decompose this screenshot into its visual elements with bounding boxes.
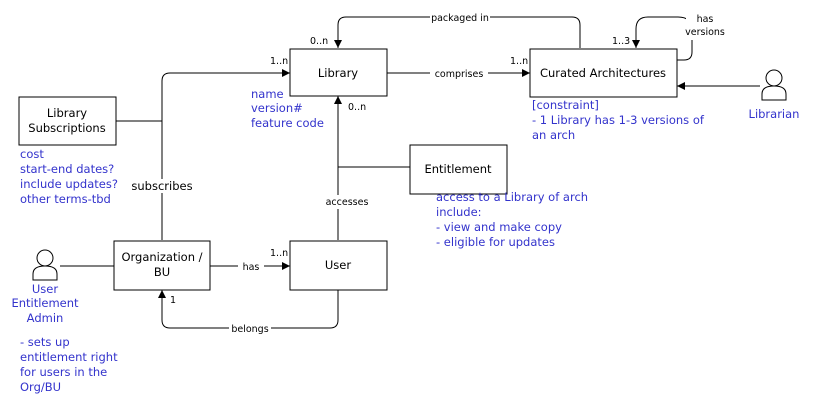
edge-label-belongs: belongs	[231, 324, 268, 335]
note-entitlement-4: - eligible for updates	[436, 235, 555, 249]
note-subscriptions-1: cost	[20, 147, 44, 161]
entity-subscriptions-label-2: Subscriptions	[28, 121, 105, 135]
note-entitlement-3: - view and make copy	[436, 220, 562, 234]
note-admin-4: Org/BU	[20, 380, 61, 394]
admin-label-3: Admin	[27, 311, 64, 325]
entity-org-label-1: Organization /	[121, 250, 202, 264]
multiplicity-library-bottom: 0..n	[348, 102, 366, 113]
note-admin-3: for users in the	[20, 365, 107, 379]
edge-label-accesses: accesses	[326, 197, 369, 208]
entity-subscriptions-label-1: Library	[47, 106, 87, 120]
note-entitlement-1: access to a Library of arch	[436, 190, 588, 204]
entity-user[interactable]: User	[289, 240, 388, 291]
note-subscriptions-3: include updates?	[20, 177, 118, 191]
edge-label-has: has	[243, 262, 260, 273]
entity-library[interactable]: Library	[289, 48, 388, 97]
edge-label-comprises: comprises	[435, 69, 484, 80]
entity-user-label: User	[325, 258, 351, 272]
entity-entitlement[interactable]: Entitlement	[409, 144, 508, 195]
admin-actor-icon[interactable]	[32, 249, 58, 281]
entity-org-label-2: BU	[154, 265, 170, 279]
note-library-2: version#	[251, 101, 303, 115]
librarian-actor-icon[interactable]	[761, 69, 787, 101]
edge-label-has-versions-1: has	[697, 14, 714, 25]
edge-subscribes	[161, 69, 290, 240]
entity-entitlement-label: Entitlement	[424, 162, 492, 176]
admin-label-2: Entitlement	[11, 296, 79, 310]
edge-label-subscribes: subscribes	[131, 179, 192, 193]
entity-organization-bu[interactable]: Organization / BU	[113, 240, 211, 291]
multiplicity-library-top: 0..n	[310, 36, 328, 47]
note-curated-1: [constraint]	[532, 98, 599, 112]
note-admin-1: - sets up	[20, 335, 70, 349]
note-entitlement-2: include:	[436, 205, 482, 219]
entity-curated-architectures[interactable]: Curated Architectures	[529, 48, 678, 98]
multiplicity-curated-top: 1..3	[612, 36, 630, 47]
entity-library-subscriptions[interactable]: Library Subscriptions	[18, 96, 117, 146]
entity-curated-label: Curated Architectures	[540, 66, 666, 80]
multiplicity-user-left: 1..n	[270, 248, 288, 259]
multiplicity-curated-left: 1..n	[510, 56, 528, 67]
librarian-label: Librarian	[749, 107, 800, 121]
multiplicity-org-bottom: 1	[170, 295, 176, 306]
edge-label-packaged-in: packaged in	[431, 13, 489, 24]
edge-label-has-versions-2: versions	[685, 27, 725, 38]
multiplicity-library-left: 1..n	[270, 56, 288, 67]
note-curated-3: an arch	[532, 128, 575, 142]
note-library-1: name	[251, 87, 284, 101]
note-subscriptions-4: other terms-tbd	[20, 192, 111, 206]
note-library-3: feature code	[251, 116, 324, 130]
entity-library-label: Library	[318, 66, 358, 80]
note-curated-2: - 1 Library has 1-3 versions of	[532, 113, 705, 127]
note-subscriptions-2: start-end dates?	[20, 162, 114, 176]
admin-label-1: User	[32, 282, 58, 296]
note-admin-2: entitlement right	[20, 350, 118, 364]
